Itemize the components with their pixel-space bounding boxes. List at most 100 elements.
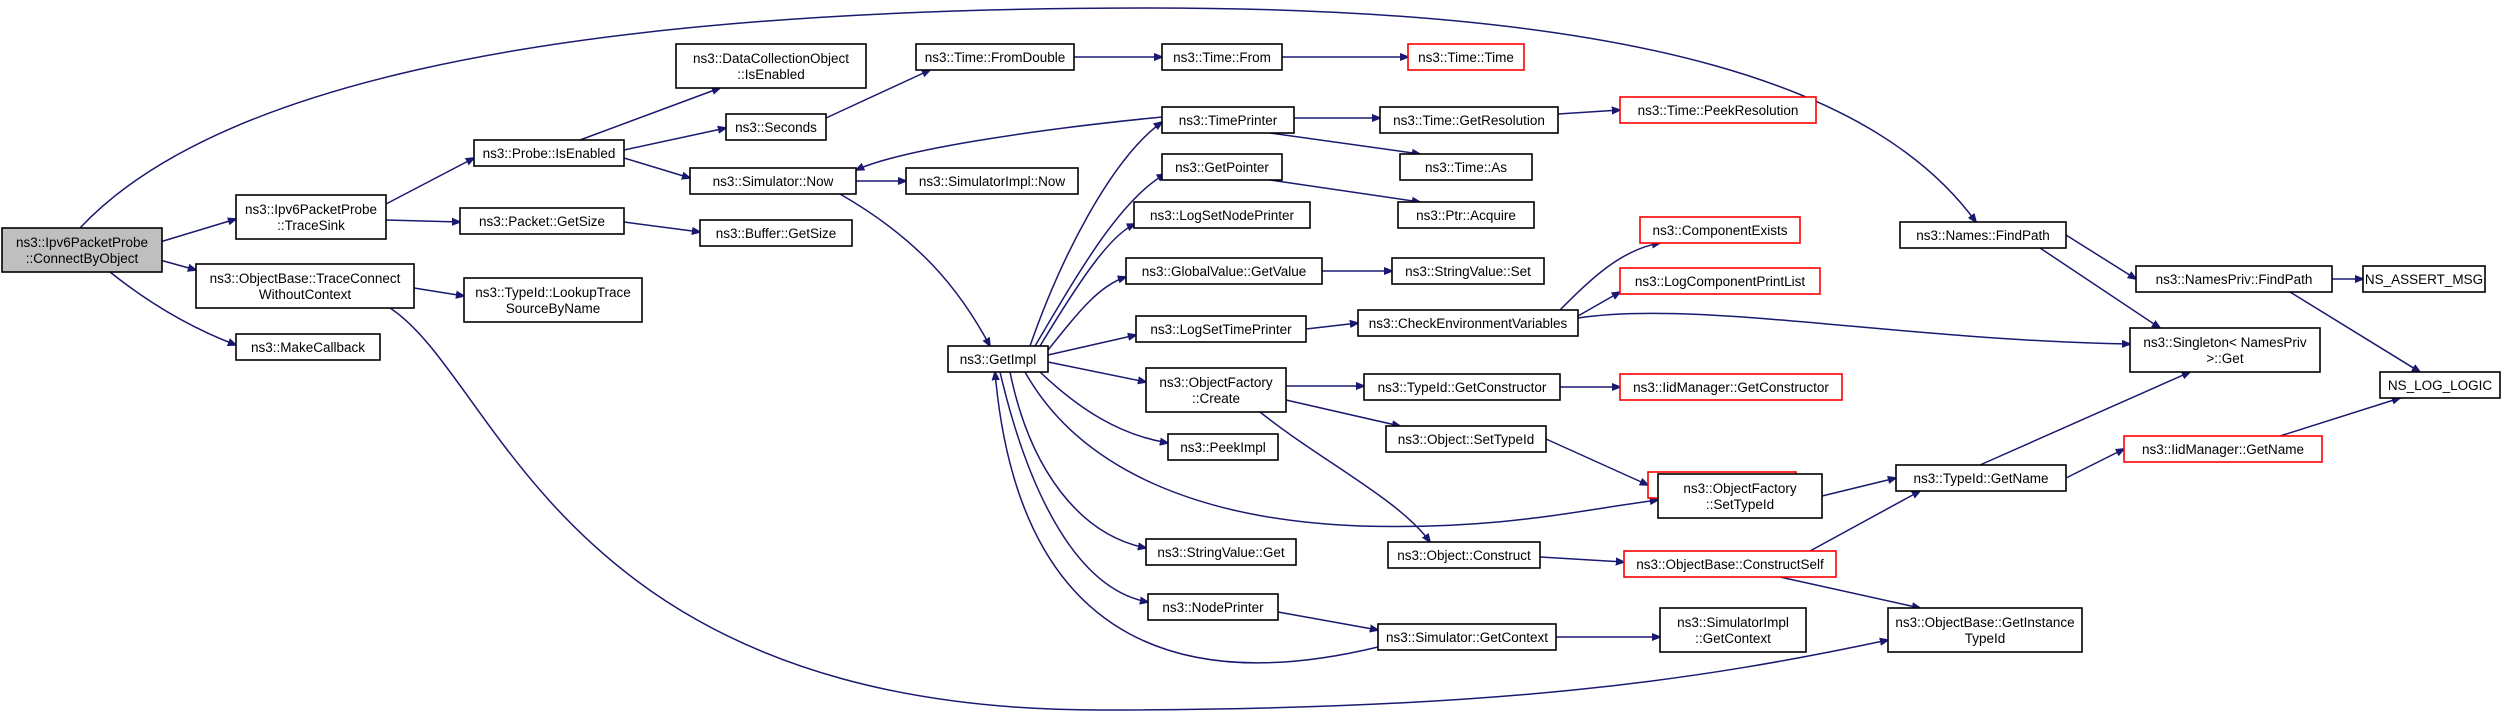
node-label: ns3::LogComponentPrintList [1635, 274, 1806, 289]
node-label: ns3::NodePrinter [1162, 600, 1264, 615]
node-fromdouble[interactable]: ns3::Time::FromDouble [915, 43, 1075, 71]
node-label: NS_ASSERT_MSG [2365, 272, 2483, 287]
node-label: ::TraceSink [277, 218, 345, 233]
edge-root-to-traceconnect [159, 259, 196, 270]
node-label: ns3::ObjectBase::ConstructSelf [1636, 557, 1824, 572]
node-box [1135, 315, 1307, 343]
node-probeisenabled[interactable]: ns3::Probe::IsEnabled [473, 139, 625, 167]
node-label: ns3::Packet::GetSize [479, 214, 605, 229]
node-iidgetname[interactable]: ns3::IidManager::GetName [2123, 435, 2323, 463]
node-box [1619, 96, 1817, 124]
edges [79, 7, 2420, 711]
edge-traceconnect-to-lookuptrace [413, 287, 464, 296]
node-label: ns3::SimulatorImpl::Now [919, 174, 1066, 189]
node-typeidgetname[interactable]: ns3::TypeId::GetName [1895, 464, 2067, 492]
node-timeprinter[interactable]: ns3::TimePrinter [1161, 106, 1295, 134]
node-stringvalueget[interactable]: ns3::StringValue::Get [1145, 538, 1297, 566]
node-label: ns3::ObjectFactory [1683, 481, 1797, 496]
node-getpointer[interactable]: ns3::GetPointer [1161, 153, 1283, 181]
node-globalvalueget[interactable]: ns3::GlobalValue::GetValue [1125, 257, 1323, 285]
node-nsassert[interactable]: NS_ASSERT_MSG [2362, 265, 2486, 293]
node-objfactorycreate[interactable]: ns3::ObjectFactory::Create [1145, 367, 1287, 413]
node-namesprivfindpath[interactable]: ns3::NamesPriv::FindPath [2135, 265, 2333, 293]
node-stringvalueset[interactable]: ns3::StringValue::Set [1391, 257, 1545, 285]
node-objfactsettypeid[interactable]: ns3::ObjectFactory::SetTypeId [1657, 473, 1823, 519]
edge-probeisenabled-to-seconds [623, 128, 726, 151]
node-box [1161, 153, 1283, 181]
node-box [1133, 201, 1311, 229]
node-label: ns3::NamesPriv::FindPath [2156, 272, 2313, 287]
node-namesfindpath[interactable]: ns3::Names::FindPath [1899, 221, 2067, 249]
edge-namesprivfindpath-to-nsloglogic [2289, 291, 2420, 372]
node-timeas[interactable]: ns3::Time::As [1399, 153, 1533, 181]
node-simimplnow[interactable]: ns3::SimulatorImpl::Now [905, 167, 1079, 195]
node-timetime[interactable]: ns3::Time::Time [1407, 43, 1525, 71]
edge-getimpl-to-logsettimeprinter [1047, 335, 1136, 356]
node-simnow[interactable]: ns3::Simulator::Now [689, 167, 857, 195]
node-typeidgetctor[interactable]: ns3::TypeId::GetConstructor [1363, 373, 1561, 401]
edge-constructself-to-getinstancetypeid [1779, 576, 1920, 608]
edge-getimpl-to-globalvalueget [1047, 277, 1126, 351]
node-nodeprinter[interactable]: ns3::NodePrinter [1147, 593, 1279, 621]
node-simgetcontext[interactable]: ns3::Simulator::GetContext [1377, 623, 1557, 651]
node-singletonget[interactable]: ns3::Singleton< NamesPriv>::Get [2129, 327, 2321, 373]
edge-getimpl-to-peekimpl [1039, 371, 1168, 443]
nodes: ns3::Ipv6PacketProbe::ConnectByObjectns3… [1, 43, 2501, 653]
node-buffergetsize[interactable]: ns3::Buffer::GetSize [699, 219, 853, 247]
edge-root-to-tracesink [159, 219, 236, 243]
node-nsloglogic[interactable]: NS_LOG_LOGIC [2379, 371, 2501, 399]
edge-tracesink-to-packetgetsize [385, 220, 460, 222]
node-box [1125, 257, 1323, 285]
node-box [2123, 435, 2323, 463]
edge-nodeprinter-to-simgetcontext [1277, 611, 1378, 630]
node-peekimpl[interactable]: ns3::PeekImpl [1167, 433, 1279, 461]
node-label: ns3::LogSetNodePrinter [1150, 208, 1295, 223]
node-box [1357, 309, 1579, 337]
node-objsettypeid[interactable]: ns3::Object::SetTypeId [1385, 425, 1547, 453]
node-label: ns3::LogSetTimePrinter [1150, 322, 1292, 337]
edge-timeprinter-to-timeas [1269, 132, 1420, 154]
node-box [1623, 550, 1837, 578]
node-label: ns3::Object::SetTypeId [1398, 432, 1535, 447]
node-root[interactable]: ns3::Ipv6PacketProbe::ConnectByObject [1, 227, 163, 273]
node-logsetnodeprinter[interactable]: ns3::LogSetNodePrinter [1133, 201, 1311, 229]
node-label: ns3::CheckEnvironmentVariables [1369, 316, 1568, 331]
node-getresolution[interactable]: ns3::Time::GetResolution [1379, 106, 1559, 134]
node-box [1145, 367, 1287, 413]
node-simimplgetcontext[interactable]: ns3::SimulatorImpl::GetContext [1659, 607, 1807, 653]
node-checkenv[interactable]: ns3::CheckEnvironmentVariables [1357, 309, 1579, 337]
node-objconstruct[interactable]: ns3::Object::Construct [1387, 541, 1541, 569]
node-makecallback[interactable]: ns3::MakeCallback [235, 333, 381, 361]
node-logcomponentprint[interactable]: ns3::LogComponentPrintList [1619, 267, 1821, 295]
node-label: ns3::Singleton< NamesPriv [2143, 335, 2306, 350]
node-peekresolution[interactable]: ns3::Time::PeekResolution [1619, 96, 1817, 124]
node-label: >::Get [2206, 351, 2243, 366]
edge-root-to-namesfindpath [79, 7, 1976, 229]
node-box [675, 43, 867, 89]
node-label: ns3::Probe::IsEnabled [483, 146, 616, 161]
node-traceconnect[interactable]: ns3::ObjectBase::TraceConnectWithoutCont… [195, 263, 415, 309]
node-packetgetsize[interactable]: ns3::Packet::GetSize [459, 207, 625, 235]
edge-constructself-to-typeidgetname [1809, 491, 1920, 552]
node-label: ns3::TypeId::GetConstructor [1378, 380, 1547, 395]
node-box [1161, 43, 1283, 71]
node-timefrom[interactable]: ns3::Time::From [1161, 43, 1283, 71]
node-label: ::IsEnabled [737, 67, 805, 82]
node-seconds[interactable]: ns3::Seconds [725, 113, 827, 141]
node-getimpl[interactable]: ns3::GetImpl [947, 345, 1049, 373]
node-constructself[interactable]: ns3::ObjectBase::ConstructSelf [1623, 550, 1837, 578]
node-tracesink[interactable]: ns3::Ipv6PacketProbe::TraceSink [235, 194, 387, 240]
node-label: ns3::GetImpl [960, 352, 1037, 367]
node-dcoisenabled[interactable]: ns3::DataCollectionObject::IsEnabled [675, 43, 867, 89]
edge-tracesink-to-probeisenabled [385, 158, 474, 205]
node-logsettimeprinter[interactable]: ns3::LogSetTimePrinter [1135, 315, 1307, 343]
node-ptracquire[interactable]: ns3::Ptr::Acquire [1397, 201, 1535, 229]
node-label: ns3::ComponentExists [1652, 223, 1787, 238]
node-iidgetctor[interactable]: ns3::IidManager::GetConstructor [1619, 373, 1843, 401]
node-label: ns3::TimePrinter [1179, 113, 1278, 128]
node-box [1145, 538, 1297, 566]
edge-getimpl-to-timeprinter [1029, 122, 1162, 347]
node-componentexists[interactable]: ns3::ComponentExists [1639, 216, 1801, 244]
